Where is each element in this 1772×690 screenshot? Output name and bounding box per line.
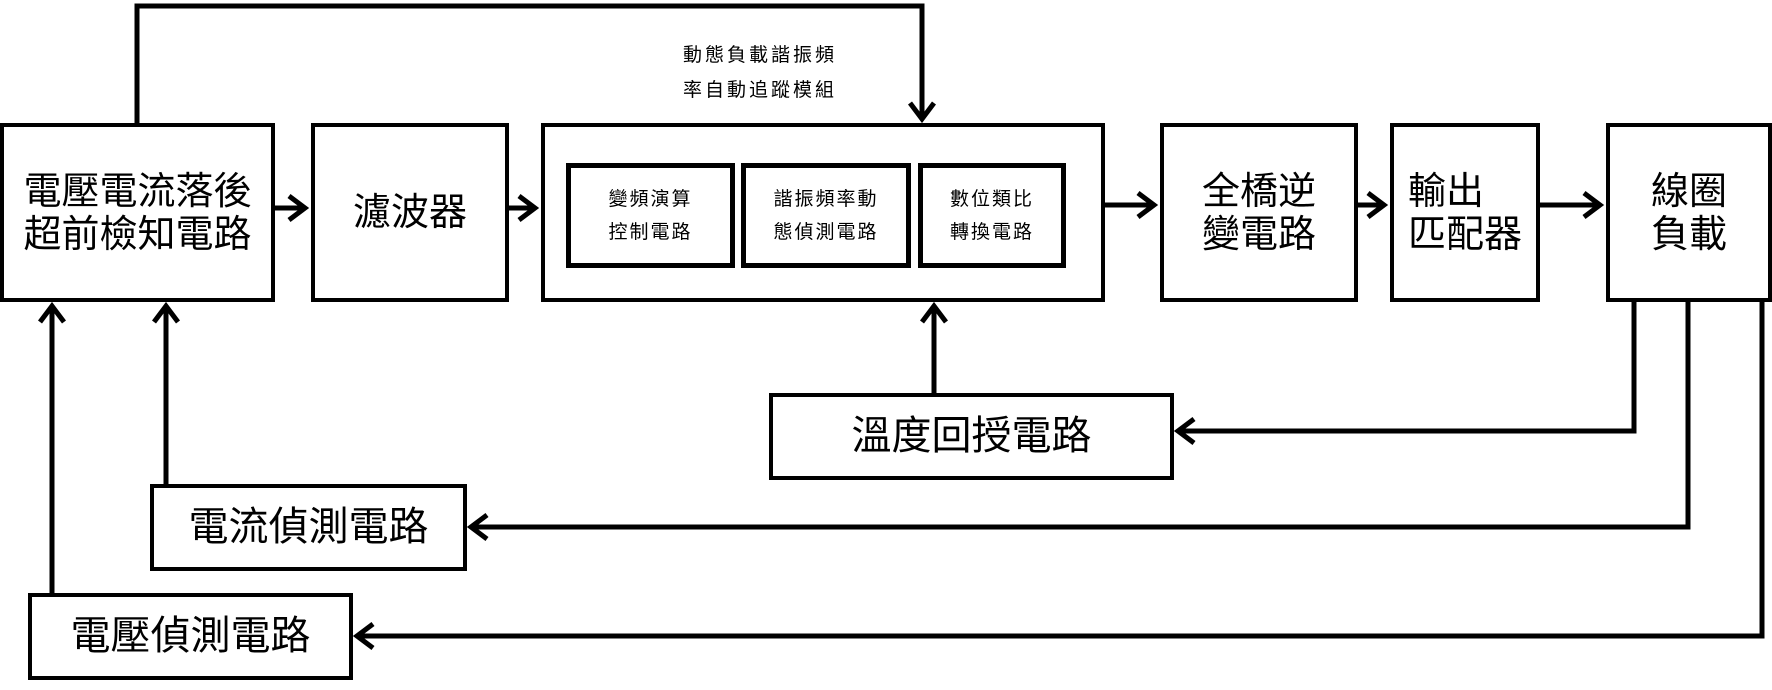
resonance-detect-label: 諧振頻率動 態偵測電路 xyxy=(773,188,879,243)
arrowhead-matcher-to-coil xyxy=(1582,191,1605,219)
inverter-block: 全橋逆 變電路 xyxy=(1160,123,1358,302)
arrowhead-filter-to-module xyxy=(517,194,540,222)
current-detect-label: 電流偵測電路 xyxy=(188,504,429,551)
matcher-block: 輸出 匹配器 xyxy=(1390,123,1540,302)
dac-block: 數位類比 轉換電路 xyxy=(918,163,1066,268)
freq-calc-label: 變頻演算 控制電路 xyxy=(608,188,693,243)
dac-label: 數位類比 轉換電路 xyxy=(949,188,1034,243)
current-detect-block: 電流偵測電路 xyxy=(150,484,467,571)
arrowhead-detector-top-loop xyxy=(908,101,936,124)
arrowhead-temp-to-module xyxy=(920,301,948,324)
arrowhead-coil-to-voltage xyxy=(352,622,375,650)
inverter-label: 全橋逆 變電路 xyxy=(1201,168,1316,256)
arrow-coil-to-voltage xyxy=(359,302,1765,639)
voltage-detect-label: 電壓偵測電路 xyxy=(70,613,311,660)
resonance-detect-block: 諧振頻率動 態偵測電路 xyxy=(741,163,911,268)
temp-feedback-block: 溫度回授電路 xyxy=(769,393,1174,480)
detector-block: 電壓電流落後 超前檢知電路 xyxy=(0,123,275,302)
arrow-coil-to-temp xyxy=(1180,302,1637,434)
coil-load-block: 線圈 負載 xyxy=(1606,123,1772,302)
freq-calc-block: 變頻演算 控制電路 xyxy=(566,163,735,268)
arrowhead-inverter-to-matcher xyxy=(1366,191,1389,219)
filter-label: 濾波器 xyxy=(352,190,467,235)
voltage-detect-block: 電壓偵測電路 xyxy=(28,593,353,680)
arrowhead-current-to-detector xyxy=(152,301,180,324)
arrowhead-coil-to-current xyxy=(466,513,489,541)
arrowhead-detector-to-filter xyxy=(287,194,310,222)
arrow-detector-top-loop xyxy=(134,3,925,123)
coil-load-label: 線圈 負載 xyxy=(1650,168,1727,256)
matcher-label: 輸出 匹配器 xyxy=(1407,168,1522,256)
detector-label: 電壓電流落後 超前檢知電路 xyxy=(23,168,252,256)
arrowhead-coil-to-temp xyxy=(1173,417,1196,445)
arrowhead-module-to-inverter xyxy=(1136,191,1159,219)
arrow-coil-to-current xyxy=(473,302,1691,530)
filter-block: 濾波器 xyxy=(311,123,509,302)
module-caption: 動態負載諧振頻 率自動追蹤模組 xyxy=(682,44,837,102)
arrowhead-voltage-to-detector xyxy=(38,301,66,324)
temp-feedback-label: 溫度回授電路 xyxy=(851,413,1092,460)
